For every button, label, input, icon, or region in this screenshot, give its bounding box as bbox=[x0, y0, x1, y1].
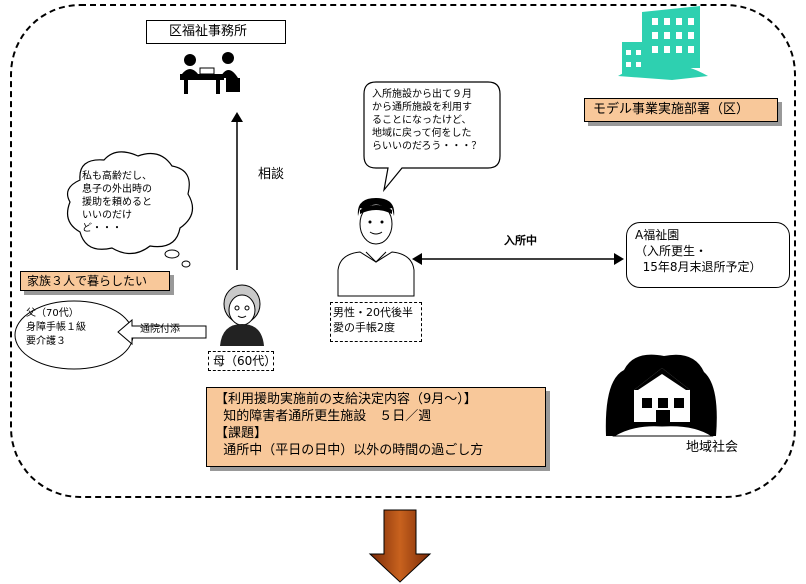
son-text: 男性・20代後半 愛の手帳2度 bbox=[333, 306, 413, 334]
son-speech-bubble bbox=[363, 81, 501, 193]
consult-label: 相談 bbox=[258, 167, 285, 182]
son-icon bbox=[337, 198, 415, 297]
building-icon bbox=[618, 6, 708, 80]
enrolled-label: 入所中 bbox=[504, 234, 537, 247]
community-house-icon bbox=[605, 354, 717, 437]
escort-arrow bbox=[117, 318, 207, 346]
outer-dashed-frame bbox=[10, 4, 796, 498]
mother-thought-cloud bbox=[67, 151, 194, 268]
family-wish-label: 家族３人で暮らしたい bbox=[27, 274, 148, 288]
consult-arrow bbox=[231, 112, 243, 270]
mother-icon bbox=[220, 284, 264, 346]
mother-thought-text: 私も高齢だし、 息子の外出時の 援助を頼めると いいのだけ ど・・・ bbox=[82, 171, 152, 234]
welfare-office-label: 区福祉事務所 bbox=[169, 24, 248, 39]
mother-label-box: 母（60代） bbox=[208, 351, 277, 371]
mother-label: 母（60代） bbox=[213, 354, 277, 368]
office-meeting-icon bbox=[180, 52, 240, 94]
son-thought-text: 入所施設から出て９月 から通所施設を利用す ることになったけど、 地域に戻って何… bbox=[372, 89, 482, 152]
father-text: 父（70代） 身障手帳１級 要介護３ bbox=[26, 308, 86, 347]
model-dept-label: モデル事業実施部署（区） bbox=[593, 102, 750, 117]
son-label-box: 男性・20代後半 愛の手帳2度 bbox=[330, 302, 422, 342]
support-decision-box: 【利用援助実施前の支給決定内容（9月～）】 知的障害者通所更生施設 ５日／週 【… bbox=[206, 387, 546, 467]
support-text: 【利用援助実施前の支給決定内容（9月～）】 知的障害者通所更生施設 ５日／週 【… bbox=[215, 392, 484, 459]
welfare-office-box: 区福祉事務所 bbox=[146, 20, 286, 44]
facility-text: A福祉園 （入所更生・ 15年8月末退所予定） bbox=[635, 228, 762, 275]
enrolled-arrow bbox=[412, 253, 624, 265]
model-dept-box: モデル事業実施部署（区） bbox=[584, 98, 778, 122]
community-label: 地域社会 bbox=[686, 440, 739, 455]
family-wish-box: 家族３人で暮らしたい bbox=[20, 271, 170, 291]
facility-box: A福祉園 （入所更生・ 15年8月末退所予定） bbox=[626, 222, 790, 288]
escort-label: 通院付添 bbox=[140, 324, 180, 335]
down-arrow bbox=[368, 509, 432, 583]
